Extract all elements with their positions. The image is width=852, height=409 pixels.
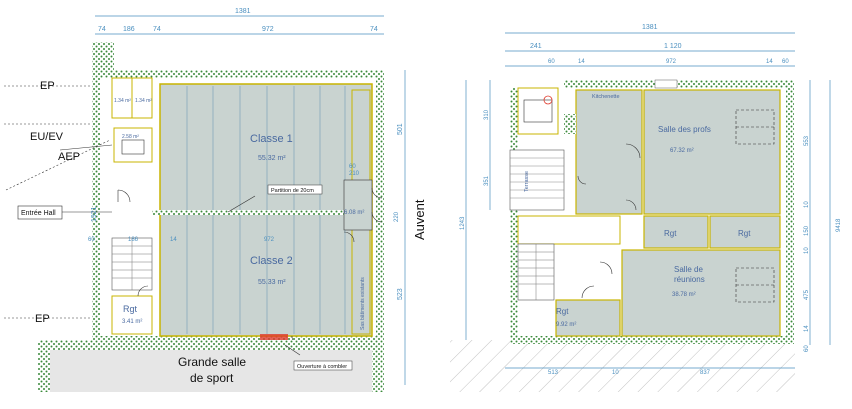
label-classe-2-area: 55.33 m² (258, 279, 286, 286)
right-dim-14c: 14 (804, 325, 810, 332)
right-dim-351: 351 (484, 175, 490, 186)
right-dim-150: 150 (804, 225, 810, 236)
label-ep-bottom: EP (35, 313, 50, 325)
right-terrace-steps (509, 149, 565, 211)
left-entrance (100, 190, 152, 230)
right-dim-60: 60 (548, 59, 555, 65)
right-dim-475: 475 (804, 289, 810, 300)
left-stair (111, 237, 153, 291)
label-auvent: Auvent (412, 199, 427, 240)
right-furniture (735, 109, 775, 303)
label-rgt-c-area: 9.92 m² (556, 322, 576, 328)
sports-hall (50, 350, 372, 392)
left-sanitary (113, 127, 153, 163)
left-rgt-room (111, 295, 153, 335)
right-dim-total: 1381 (642, 24, 658, 31)
right-ground-hatch (450, 340, 795, 392)
left-dim-1921: 1921 (91, 206, 98, 222)
label-salle-reunions-2: réunions (674, 275, 705, 284)
left-small-room (343, 179, 373, 231)
label-ouverture: Ouverture à combler (297, 364, 347, 370)
label-rgt: Rgt (123, 304, 138, 314)
right-dim-60b: 60 (782, 59, 789, 65)
right-dim-241: 241 (530, 43, 542, 50)
label-salle-reunions-1: Salle de (674, 265, 703, 274)
left-dim-972: 972 (262, 26, 274, 33)
label-corridor: Sas bâtiments existants (360, 277, 366, 330)
right-wc (517, 87, 559, 135)
right-dim-310: 310 (484, 109, 490, 120)
label-aep: AEP (58, 151, 80, 163)
right-dim-9418: 9418 (836, 218, 842, 232)
right-room-rgt-c (555, 299, 621, 337)
right-room-salle-reunions (621, 249, 781, 337)
right-dim-10-bottom: 10 (612, 370, 619, 376)
left-dim-74b: 74 (153, 26, 161, 33)
label-kitchenette: Kitchenette (592, 94, 620, 100)
label-grande-salle-1: Grande salle (178, 355, 246, 369)
left-dim-lines (95, 15, 406, 385)
right-plan: 1381 241 1 120 60 14 972 14 60 (450, 24, 842, 392)
left-dim-186: 186 (123, 26, 135, 33)
label-wc-2: 1.34 m² (135, 98, 152, 104)
left-dim-total: 1381 (235, 8, 251, 15)
label-salle-profs-area: 67.32 m² (670, 148, 694, 154)
right-dim-972: 972 (666, 59, 677, 65)
label-wc-1: 1.34 m² (114, 98, 131, 104)
right-dim-14: 14 (578, 59, 585, 65)
right-room-kitchenette (575, 89, 643, 215)
label-classe-1-area: 55.32 m² (258, 155, 286, 162)
right-dim-1243: 1243 (460, 216, 466, 230)
label-partition: Partition de 20cm (271, 188, 314, 194)
left-annotation-lines (4, 85, 111, 319)
right-dim-14b: 14 (766, 59, 773, 65)
left-dim-972b: 972 (264, 237, 275, 243)
right-doors (577, 143, 641, 299)
label-salle-profs: Salle des profs (658, 125, 711, 134)
left-dim-210: 210 (349, 171, 360, 177)
left-plan: 1381 74 186 74 972 74 (4, 8, 427, 392)
label-rgt-b: Rgt (738, 229, 751, 238)
right-dim-553: 553 (804, 135, 810, 146)
left-dim-220: 220 (394, 211, 400, 222)
left-dim-74c: 74 (370, 26, 378, 33)
right-dim-1120: 1 120 (664, 43, 682, 50)
label-classe-1: Classe 1 (250, 133, 293, 145)
left-dim-186: 186 (128, 237, 139, 243)
label-rgt-c: Rgt (556, 307, 569, 316)
label-rgt-a: Rgt (664, 229, 677, 238)
right-dim-10: 10 (804, 201, 810, 208)
left-dim-14: 14 (170, 237, 177, 243)
label-grande-salle-2: de sport (190, 371, 234, 385)
label-ep-top: EP (40, 80, 55, 92)
left-dim-60: 60 (88, 237, 95, 243)
right-dim-837: 837 (700, 370, 711, 376)
right-room-rgt-b (709, 215, 781, 249)
right-stair (517, 243, 555, 301)
left-partition-wall (150, 210, 350, 215)
label-small-area: 6.08 m² (344, 210, 364, 216)
left-wall-top-stub (92, 42, 114, 72)
left-dim-60b: 60 (349, 164, 356, 170)
label-entree-hall: Entrée Hall (21, 210, 56, 217)
right-room-salle-profs (643, 89, 781, 215)
right-room-rgt-a (643, 215, 709, 249)
left-doors (117, 187, 383, 347)
label-classe-2: Classe 2 (250, 255, 293, 267)
label-sanitary-area: 2.58 m² (122, 134, 139, 140)
label-salle-reunions-area: 38.78 m² (672, 292, 696, 298)
right-dim-513: 513 (548, 370, 559, 376)
left-dim-523: 523 (397, 288, 404, 300)
right-dim-lines (465, 32, 831, 345)
label-eu-ev: EU/EV (30, 131, 64, 143)
left-dim-74a: 74 (98, 26, 106, 33)
label-rgt-area: 3.41 m² (122, 319, 142, 325)
right-dim-60c: 60 (804, 345, 810, 352)
left-dim-501: 501 (397, 123, 404, 135)
label-terrasse: Terrasse (524, 171, 530, 192)
right-dim-10b: 10 (804, 247, 810, 254)
